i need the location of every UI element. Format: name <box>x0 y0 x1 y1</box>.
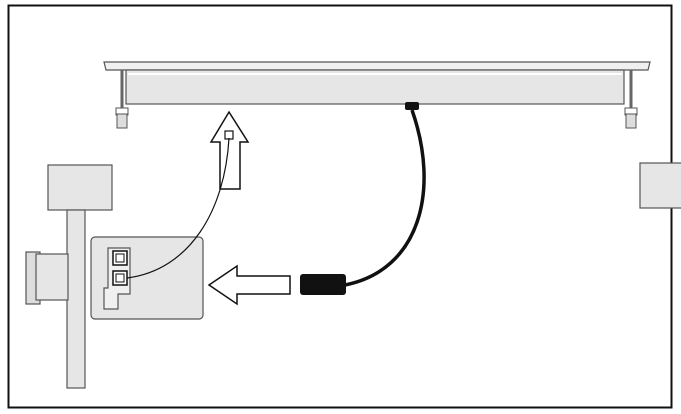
arrow-up <box>209 110 250 190</box>
wiring-harness <box>126 137 230 279</box>
cable-grommet <box>405 102 419 110</box>
light-bar <box>103 61 651 105</box>
side-knob <box>25 251 69 305</box>
mounting-post <box>66 209 86 389</box>
mounting-clip-right <box>624 70 638 129</box>
light-bar-body <box>125 69 625 105</box>
power-cable <box>344 109 426 287</box>
mounting-clip-left <box>115 70 129 129</box>
arrow-left <box>207 264 291 306</box>
arrow-up-connector-icon <box>224 130 234 140</box>
side-block-right <box>639 162 681 209</box>
light-bar-top-flange <box>103 61 651 71</box>
side-block-left <box>47 164 113 211</box>
connector-socket <box>103 247 131 310</box>
cable-connector-plug <box>300 274 346 295</box>
